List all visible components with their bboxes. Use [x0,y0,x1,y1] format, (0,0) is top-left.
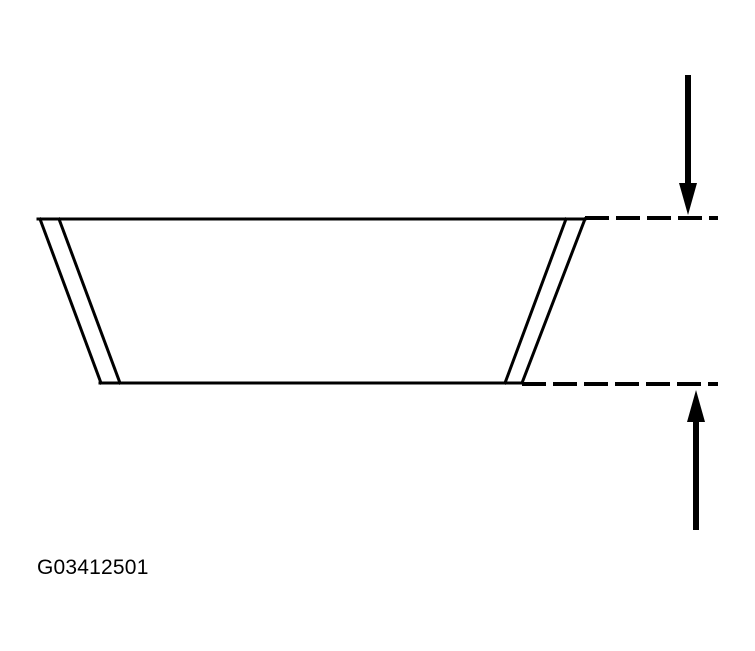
left-side-outer-line [38,217,103,385]
up-arrow-icon [687,390,705,530]
dimension-arrows [679,75,705,530]
belt-trapezoid [36,217,587,385]
extension-lines [522,216,718,386]
down-arrow-icon [679,75,697,215]
right-side-inner-line [503,217,568,385]
figure-id-label: G03412501 [37,556,149,579]
right-side-outer-line [520,217,587,385]
arrow-head [679,183,697,215]
arrow-head [687,390,705,422]
left-side-inner-line [57,217,122,385]
